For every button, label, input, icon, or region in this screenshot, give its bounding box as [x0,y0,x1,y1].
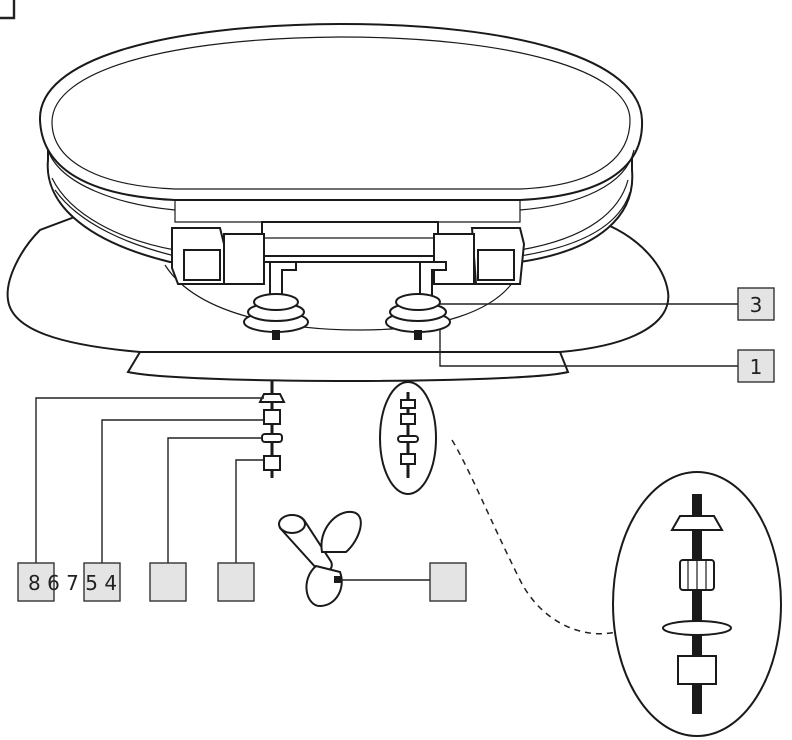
callout-1-label: 1 [750,355,763,379]
callout-3: 3 [440,287,775,321]
wing-key-tool [278,510,467,608]
bolt-leaders [35,397,264,563]
left-fixing-washer [243,293,309,340]
hinge-assembly [171,221,526,301]
right-fixing-washer [385,293,451,340]
bolt-label-boxes: 8 6 7 5 4 [17,562,255,602]
callout-1: 1 [439,330,775,383]
circled-bolt-small [379,381,437,495]
bolt-stack [258,380,286,478]
frame-corner [0,0,16,20]
callout-3-label: 3 [750,293,763,317]
detail-connector [451,439,617,635]
bolt-detail-magnified [612,471,782,737]
bolt-labels-text: 8 6 7 5 4 [28,571,117,595]
